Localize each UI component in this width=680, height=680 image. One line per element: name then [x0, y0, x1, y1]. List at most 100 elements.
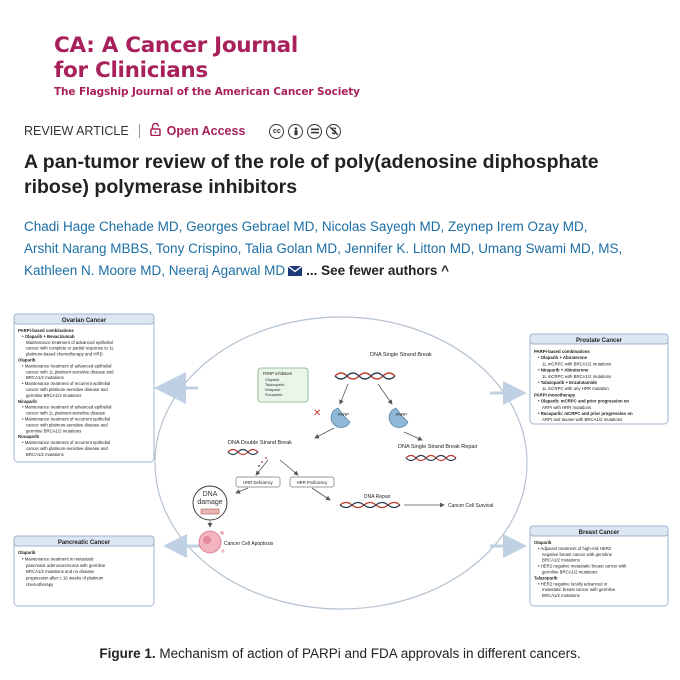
ovarian-text-line: PARPi-based combinations	[18, 328, 74, 333]
open-access-link[interactable]: Open Access	[166, 124, 246, 138]
arrow-to-hrr-prof	[279, 459, 299, 476]
caption-label: Figure 1.	[99, 646, 156, 661]
prostate-text-line: 1L mCRPC with BRCA1/2 mutations	[542, 361, 611, 366]
arrow-to-hrr-def	[255, 459, 269, 476]
dna-broken-icon	[227, 448, 267, 467]
ovarian-text-line: Olaparib	[18, 358, 36, 363]
prostate-title: Prostate Cancer	[576, 338, 623, 344]
parp-inhibitors-box: PARP inhibitors Olaparib Talazoparib Nir…	[257, 367, 309, 403]
breast-text-line: • Adjuvant treatment of high-risk HER2	[538, 546, 612, 551]
cross-icon: ✕	[313, 408, 321, 419]
arrow-to-dsb	[314, 427, 335, 439]
breast-text-line: germline BRCA1/2 mutations	[542, 570, 597, 575]
inhibitor-item: Talazoparib	[265, 383, 284, 387]
license-icons[interactable]: cc $	[269, 123, 342, 139]
arrow-ssb-to-parp1	[339, 383, 349, 405]
ovarian-text-line: cancer with platinum-sensitive disease a…	[26, 446, 108, 451]
prostate-cancer-box: Prostate Cancer PARPi-based combinations…	[529, 333, 669, 425]
ovarian-text-line: Maintenance treatment of advanced epithe…	[26, 340, 113, 345]
ovarian-text-line: • Maintenance treatment of recurrent epi…	[22, 440, 110, 445]
ovarian-text-line: Rucaparib	[18, 434, 39, 439]
authors-line[interactable]: Chadi Hage Chehade MD, Georges Gebrael M…	[24, 219, 588, 234]
hrr-prof-label: HRR Proficiency	[297, 480, 329, 485]
parp-enzyme-2: PARP	[388, 407, 409, 428]
prostate-text-line: • Olaparib: mCRPC and prior progression …	[538, 399, 629, 404]
prostate-text-line: 1L mCRPC with BRCA1/2 mutations	[542, 374, 611, 379]
hrr-def-label: HRR Deficiency	[243, 480, 273, 485]
arrow-to-repair-2	[311, 487, 331, 501]
pancreatic-cancer-box: Pancreatic Cancer Olaparib• Maintenance …	[13, 535, 155, 607]
pancreatic-text-line: progression after ≥ 16 weeks of platinum	[26, 576, 104, 581]
pancreatic-text-line: Olaparib	[18, 550, 36, 555]
prostate-text-line: • Olaparib + Abiraterone	[538, 355, 588, 360]
prostate-text: PARPi-based combinations• Olaparib + Abi…	[534, 349, 633, 422]
by-icon	[288, 123, 304, 139]
ovarian-text-line: platinum-based chemotherapy and HRD	[26, 352, 103, 357]
see-fewer-authors-button[interactable]: ... See fewer authors ^	[306, 263, 450, 278]
nd-icon	[307, 123, 323, 139]
ovarian-cancer-box: Ovarian Cancer PARPi-based combinations•…	[13, 313, 155, 463]
ovarian-text-line: cancer with platinum-sensitive disease a…	[26, 387, 108, 392]
ovarian-text-line: cancer with 1L platinum-sensitive diseas…	[26, 411, 106, 416]
pancreatic-text-line: chemotherapy	[26, 582, 54, 587]
dna-damage-circle: DNA damage	[192, 485, 228, 521]
prostate-text-line: 1L mCRPC with any HRR mutation	[542, 386, 609, 391]
breast-cancer-box: Breast Cancer Olaparib• Adjuvant treatme…	[529, 525, 669, 607]
parp1-label: PARP	[338, 412, 349, 417]
damage-label-1: DNA	[203, 491, 218, 498]
breast-text-line: Talazoparib	[534, 575, 558, 580]
parp-enzyme-1: PARP	[330, 407, 351, 428]
open-lock-icon	[149, 122, 161, 139]
ovarian-text-line: cancer with platinum-sensitive disease a…	[26, 422, 108, 427]
ovarian-title: Ovarian Cancer	[62, 318, 107, 324]
inhibitors-title: PARP inhibitors	[263, 371, 292, 376]
caption-text: Mechanism of action of PARPi and FDA app…	[155, 646, 581, 661]
pancreatic-text-line: • Maintenance treatment in metastatic	[22, 556, 95, 561]
dsb-label: DNA Double Strand Break	[228, 440, 292, 446]
ovarian-text-line: • Olaparib + Bevacizumab	[22, 334, 75, 339]
authors-line[interactable]: Arshit Narang MBBS, Tony Crispino, Talia…	[24, 241, 623, 256]
dna-strand-icon	[334, 372, 396, 380]
mail-icon[interactable]	[288, 266, 303, 276]
damage-label-2: damage	[197, 499, 222, 506]
apoptosis-label: Cancer Cell Apoptosis	[224, 541, 274, 547]
prostate-text-line: PARPi monotherapy	[534, 392, 576, 397]
ovarian-text-line: BRCA1/2 mutations	[26, 375, 64, 380]
breast-text: Olaparib• Adjuvant treatment of high-ris…	[534, 540, 627, 598]
prostate-text-line: PARPi-based combinations	[534, 349, 590, 354]
pancreatic-text-line: BRCA1/2 mutations and no disease	[26, 569, 95, 574]
inhibitor-item: Olaparib	[265, 378, 279, 382]
pancreatic-text-line: pancreatic adenocarcinoma with germline	[26, 563, 106, 568]
arrow-to-damage	[235, 487, 249, 494]
divider	[138, 124, 140, 138]
ovarian-text-line: germline BRCA1/2 mutations	[26, 393, 81, 398]
figure-caption: Figure 1. Mechanism of action of PARPi a…	[0, 646, 680, 661]
ovarian-text-line: germline BRCA1/2 mutations	[26, 428, 81, 433]
article-title: A pan-tumor review of the role of poly(a…	[24, 151, 599, 198]
breast-text-line: negative breast cancer with germline	[542, 552, 613, 557]
authors-line-text[interactable]: Kathleen N. Moore MD, Neeraj Agarwal MD	[24, 263, 286, 278]
ovarian-text: PARPi-based combinations• Olaparib + Bev…	[18, 328, 115, 457]
authors-line: Kathleen N. Moore MD, Neeraj Agarwal MD.…	[24, 260, 664, 282]
dna-repaired-icon	[405, 454, 457, 462]
figure-1: Ovarian Cancer PARPi-based combinations•…	[13, 313, 669, 610]
journal-subtitle: The Flagship Journal of the American Can…	[54, 86, 360, 98]
author-list: Chadi Hage Chehade MD, Georges Gebrael M…	[24, 216, 664, 282]
ovarian-text-line: cancer with 1L platinum-sensitive diseas…	[26, 369, 114, 374]
prostate-text-line: • Rucaparib: mCRPC and prior progression…	[538, 411, 633, 416]
journal-title[interactable]: CA: A Cancer Journal for Clinicians	[54, 33, 614, 83]
breast-text-line: • HER2 negative locally advanced or	[538, 581, 608, 586]
cc-icon: cc	[269, 123, 285, 139]
breast-text-line: Olaparib	[534, 540, 552, 545]
pancreatic-text: Olaparib• Maintenance treatment in metas…	[18, 550, 106, 587]
arrow-ssb-to-parp2	[377, 383, 393, 405]
hrr-proficiency-box: HRR Proficiency	[289, 476, 335, 488]
breast-text-line: metastatic breast cancer with germline	[542, 587, 616, 592]
inhibitor-item: Niraparib	[265, 388, 280, 392]
ssb-label: DNA Single Strand Break	[370, 352, 432, 358]
prostate-text-line: ARPI with HRR mutations	[542, 405, 591, 410]
nc-icon: $	[326, 123, 342, 139]
ovarian-text-line: Niraparib	[18, 399, 37, 404]
article-meta: REVIEW ARTICLE Open Access cc $	[24, 122, 342, 139]
prostate-text-line: • Talazoparib + Enzalutamide	[538, 380, 597, 385]
